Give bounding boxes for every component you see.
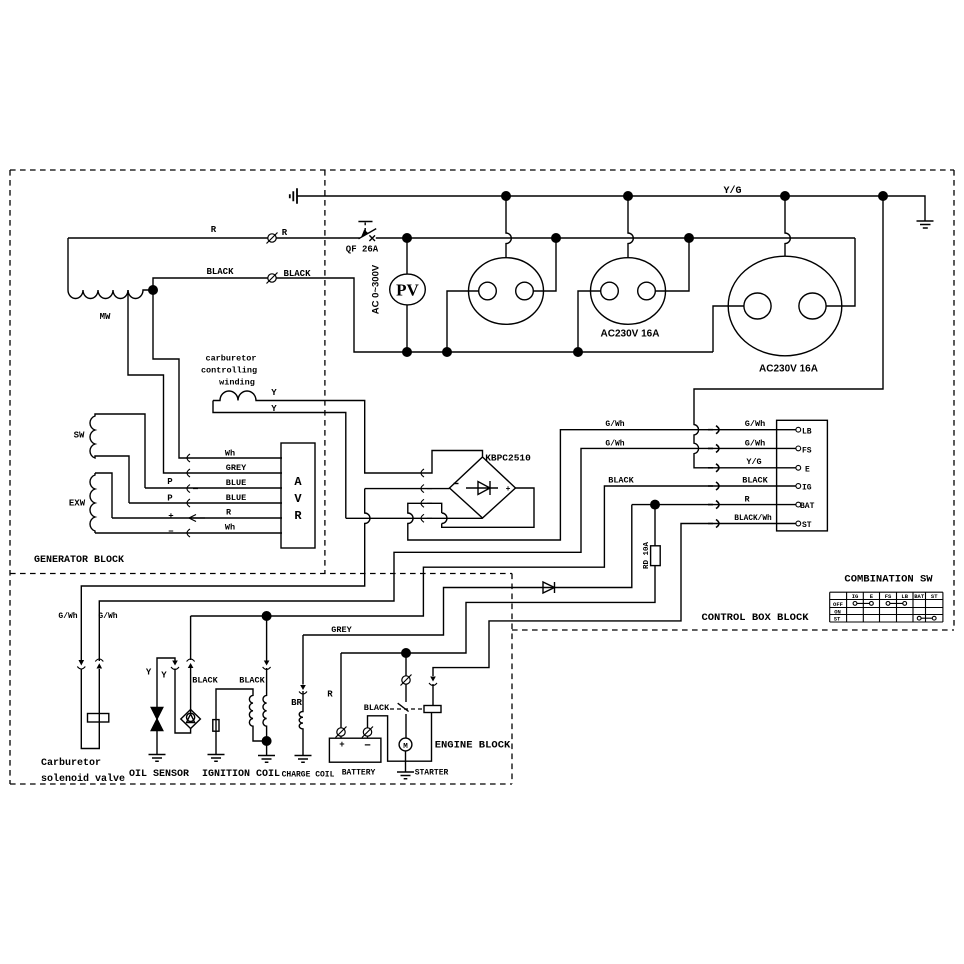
svg-text:V: V (294, 492, 302, 506)
svg-text:R: R (744, 495, 750, 505)
svg-text:ST: ST (834, 616, 841, 623)
svg-text:LB: LB (802, 428, 812, 437)
svg-text:Y/G: Y/G (746, 457, 761, 467)
svg-text:IG: IG (852, 593, 859, 600)
svg-text:winding: winding (219, 378, 255, 388)
svg-text:IG: IG (802, 484, 812, 493)
svg-text:E: E (870, 593, 874, 600)
svg-text:BR: BR (291, 698, 302, 708)
svg-text:+: + (339, 740, 344, 750)
svg-text:GREY: GREY (331, 625, 352, 635)
svg-text:ENGINE BLOCK: ENGINE BLOCK (435, 740, 511, 752)
svg-text:AC 0~300V: AC 0~300V (371, 264, 382, 314)
svg-text:IGNITION COIL: IGNITION COIL (202, 769, 280, 780)
svg-text:G/Wh: G/Wh (745, 439, 765, 449)
svg-text:BAT: BAT (800, 502, 815, 511)
svg-text:BLACK: BLACK (239, 676, 265, 686)
svg-text:R: R (294, 509, 302, 523)
svg-text:G/Wh: G/Wh (605, 420, 624, 429)
svg-text:G/Wh: G/Wh (98, 612, 117, 621)
svg-text:Y: Y (161, 671, 167, 681)
svg-text:G/Wh: G/Wh (605, 440, 624, 449)
svg-text:BLACK: BLACK (364, 703, 390, 713)
svg-text:Y/G: Y/G (723, 185, 741, 197)
svg-text:Wh: Wh (225, 449, 235, 459)
svg-text:BATTERY: BATTERY (342, 769, 376, 778)
svg-text:P: P (167, 494, 173, 504)
svg-text:ON: ON (834, 608, 841, 615)
svg-text:carburetor: carburetor (205, 354, 256, 364)
svg-text:Y: Y (271, 388, 277, 398)
svg-text:BLACK: BLACK (283, 269, 311, 279)
svg-text:CONTROL BOX BLOCK: CONTROL BOX BLOCK (701, 612, 809, 624)
svg-text:Y: Y (146, 668, 152, 678)
svg-text:Wh: Wh (225, 523, 235, 533)
svg-text:+: + (506, 485, 511, 494)
svg-text:A: A (294, 475, 302, 489)
svg-text:BLACK/Wh: BLACK/Wh (734, 515, 772, 523)
svg-text:−: − (168, 527, 173, 537)
svg-text:BAT: BAT (914, 593, 925, 600)
svg-text:LB: LB (901, 593, 908, 600)
svg-text:E: E (805, 466, 810, 475)
svg-text:BLACK: BLACK (206, 267, 234, 277)
svg-text:QF 26A: QF 26A (346, 245, 379, 255)
svg-text:OIL SENSOR: OIL SENSOR (129, 769, 189, 780)
svg-text:BLACK: BLACK (608, 476, 634, 486)
svg-text:OFF: OFF (833, 601, 843, 608)
svg-text:BLACK: BLACK (192, 676, 218, 686)
svg-text:R: R (282, 228, 288, 238)
svg-text:solenoid valve: solenoid valve (41, 773, 125, 785)
svg-text:Carburetor: Carburetor (41, 757, 101, 769)
svg-text:R: R (211, 225, 217, 235)
svg-text:P: P (167, 477, 173, 487)
svg-text:BLACK: BLACK (742, 476, 768, 486)
svg-text:ST: ST (802, 521, 812, 530)
svg-text:BLUE: BLUE (226, 478, 246, 488)
svg-text:GREY: GREY (226, 463, 247, 473)
svg-text:COMBINATION SW: COMBINATION SW (844, 574, 933, 586)
svg-text:MW: MW (100, 312, 111, 322)
svg-text:FS: FS (885, 593, 892, 600)
svg-text:CHARGE COIL: CHARGE COIL (282, 771, 335, 780)
svg-text:AC230V 16A: AC230V 16A (759, 364, 818, 375)
svg-text:+: + (168, 512, 173, 522)
svg-text:AC230V 16A: AC230V 16A (601, 329, 660, 340)
svg-text:GENERATOR BLOCK: GENERATOR BLOCK (34, 555, 124, 566)
svg-text:Y: Y (271, 404, 277, 414)
svg-text:FS: FS (802, 447, 812, 456)
svg-text:SW: SW (74, 431, 85, 441)
svg-text:controlling: controlling (201, 366, 257, 376)
svg-text:BLUE: BLUE (226, 493, 246, 503)
svg-text:−: − (364, 741, 371, 753)
svg-text:PV: PV (396, 281, 419, 300)
svg-text:R: R (327, 690, 333, 700)
svg-text:M: M (403, 743, 408, 751)
svg-text:KBPC2510: KBPC2510 (485, 453, 531, 464)
svg-text:G/Wh: G/Wh (58, 612, 77, 621)
svg-text:STARTER: STARTER (415, 769, 449, 778)
svg-text:ST: ST (931, 593, 938, 600)
svg-text:G/Wh: G/Wh (745, 419, 765, 429)
svg-text:EXW: EXW (69, 499, 86, 509)
svg-text:R: R (226, 508, 232, 518)
svg-text:RD 10A: RD 10A (643, 542, 651, 570)
